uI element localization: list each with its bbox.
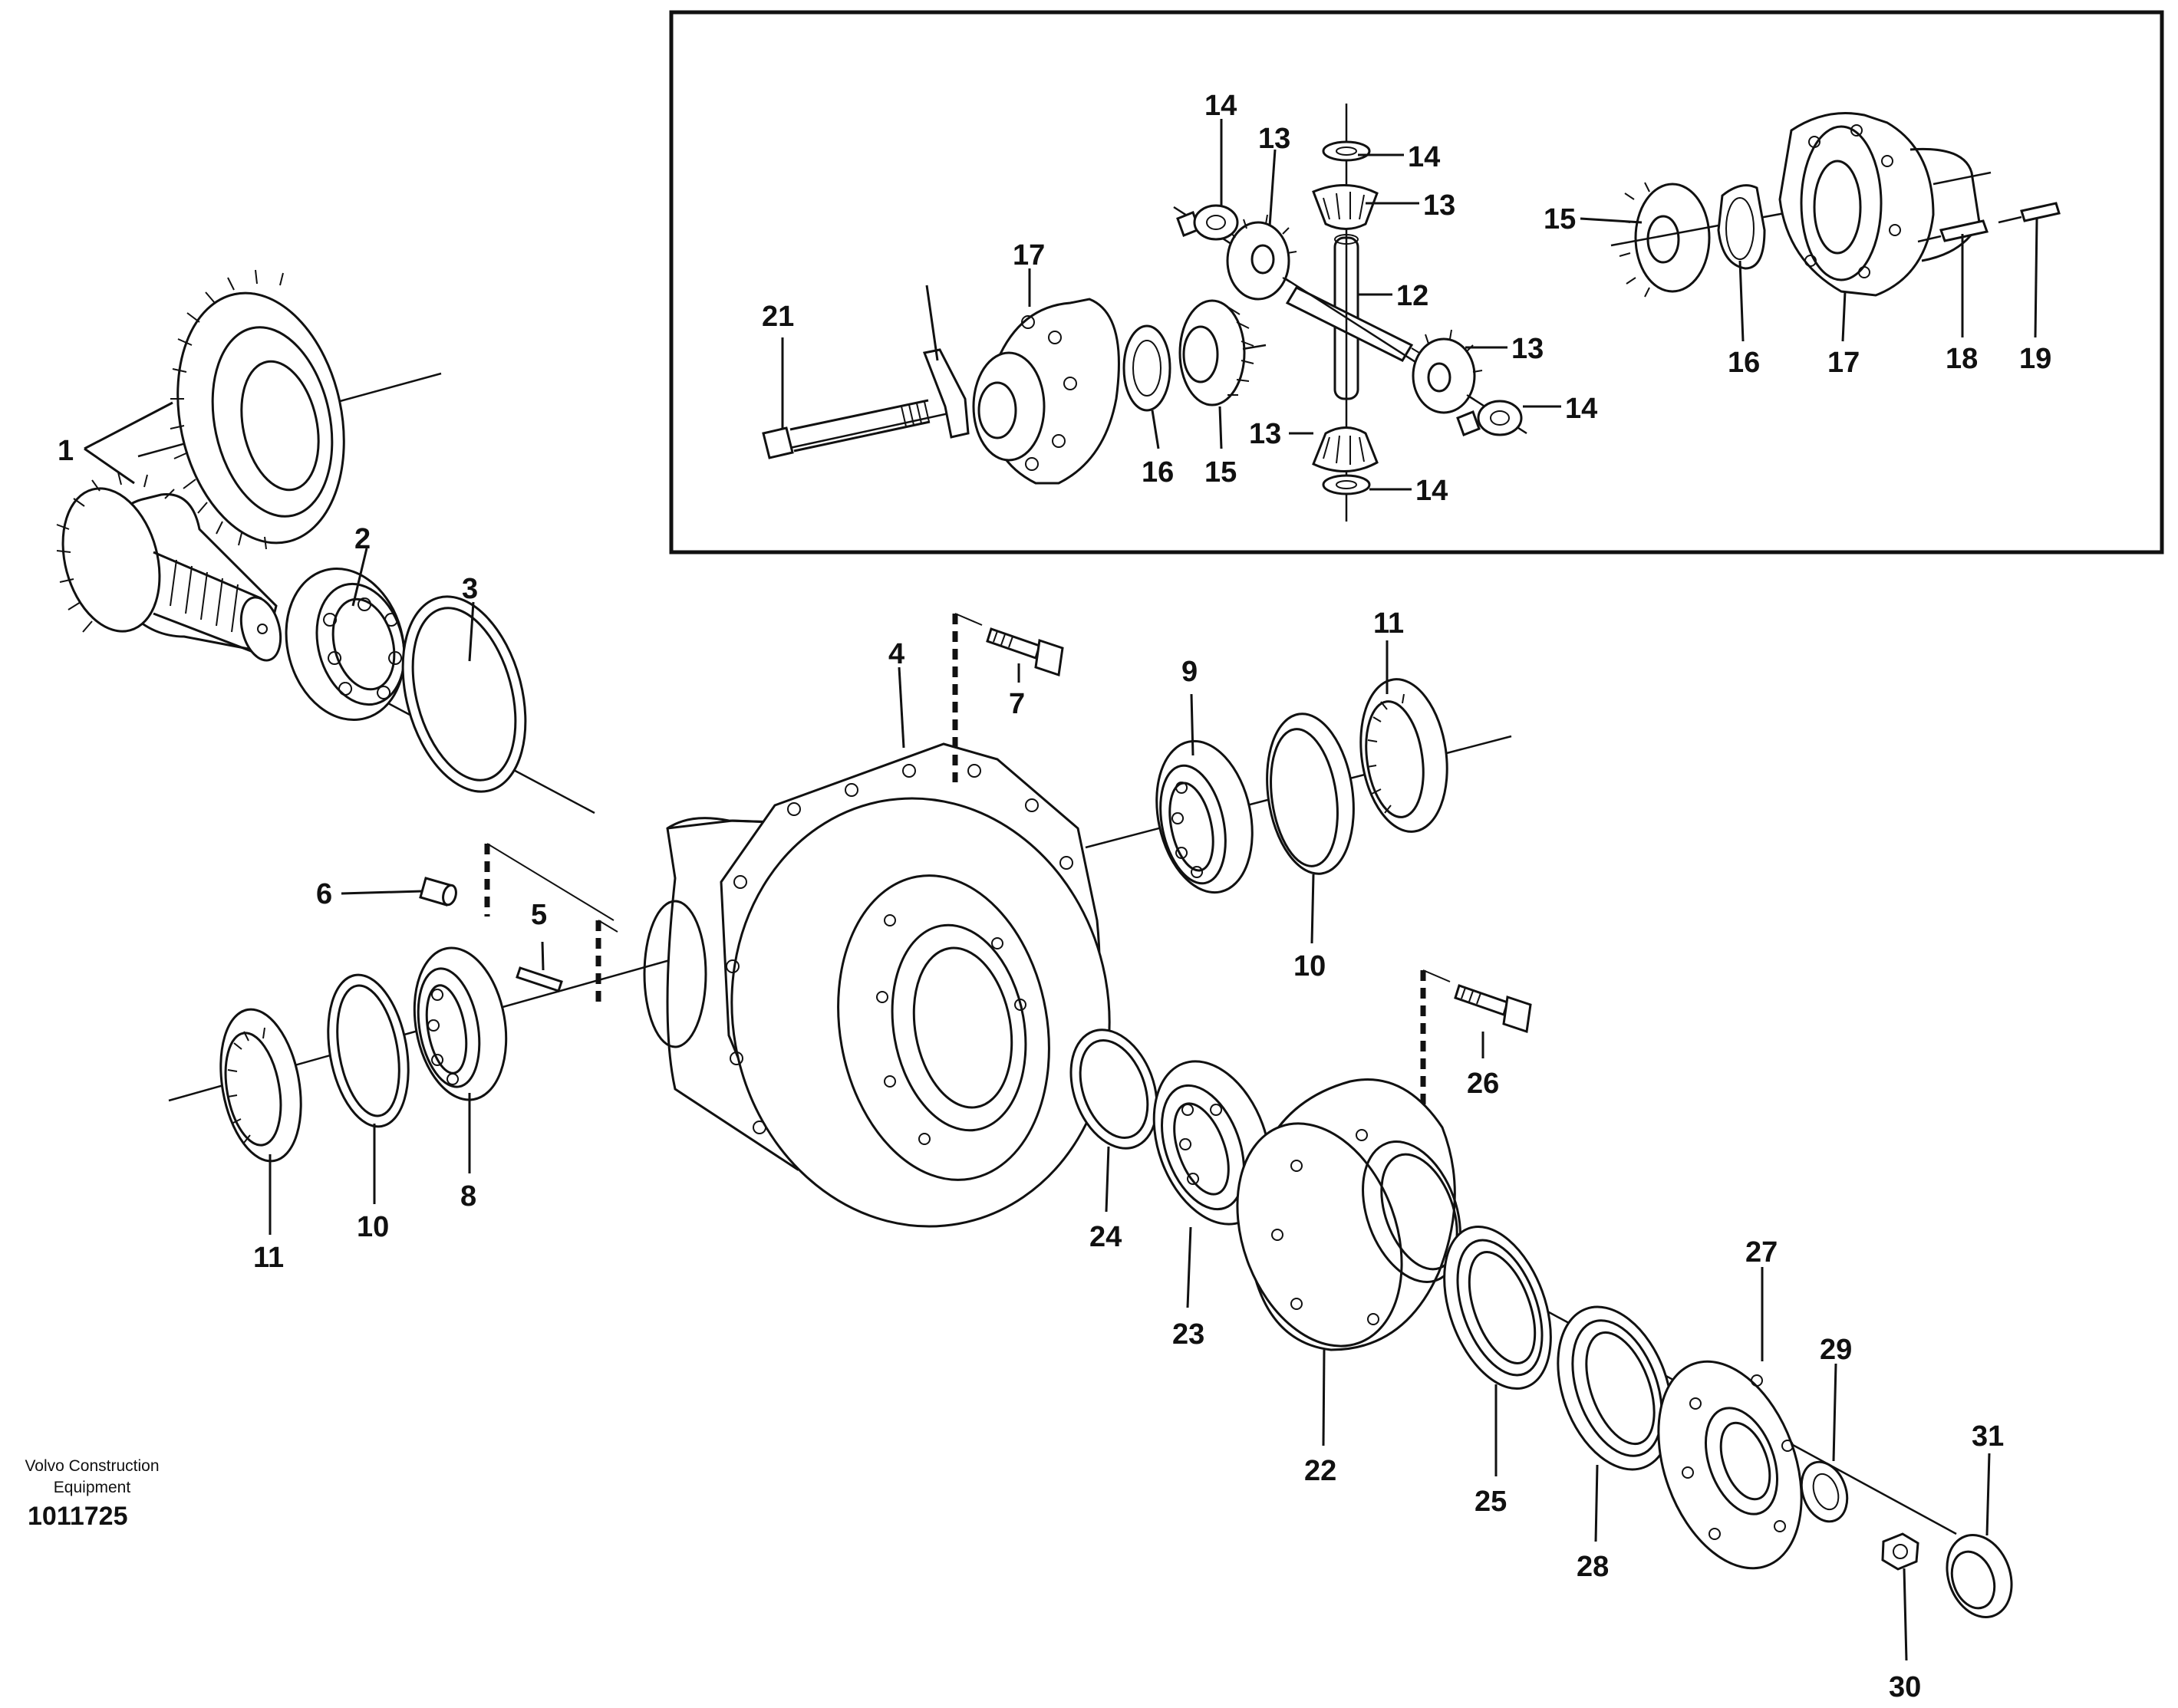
part-16-thrust-washer-right [1717, 184, 1766, 270]
part-17-housing-left [972, 298, 1120, 485]
callout-11-upper: 11 [1373, 607, 1404, 640]
callout-14-left: 14 [1204, 90, 1237, 122]
part-20-long-bolt [762, 399, 964, 459]
part-11-adjusting-nut-lower [219, 1008, 302, 1163]
credit-company-line1: Volvo Construction [25, 1457, 160, 1475]
callout-14-bottom: 14 [1415, 475, 1448, 507]
part-17-housing-right [1778, 112, 1992, 297]
part-14-washer-right [1456, 400, 1523, 436]
part-14-washer-top [1322, 140, 1371, 162]
callout-29: 29 [1820, 1334, 1852, 1366]
callout-15-left: 15 [1204, 456, 1237, 489]
callout-8: 8 [460, 1180, 476, 1213]
part-3-shim [401, 595, 527, 793]
part-18-pin [1917, 219, 1989, 243]
callout-4: 4 [888, 638, 904, 670]
part-21-lock-plate [922, 348, 970, 439]
callout-30: 30 [1889, 1671, 1921, 1703]
credit-company-line2: Equipment [53, 1479, 131, 1496]
callout-12: 12 [1396, 280, 1428, 312]
part-13-pinion-gear-right [1411, 329, 1483, 414]
part-10-bearing-race-lower [327, 973, 410, 1128]
part-6-dowel [419, 877, 457, 907]
callout-13-bottom: 13 [1249, 418, 1281, 450]
callout-6: 6 [316, 878, 332, 910]
part-4-axle-housing [643, 742, 1111, 1228]
callout-25: 25 [1475, 1486, 1507, 1518]
part-10-bearing-race-upper [1266, 712, 1355, 875]
callout-3: 3 [462, 573, 478, 605]
callout-16-right: 16 [1728, 347, 1760, 379]
inset-frame [669, 10, 2164, 555]
callout-22: 22 [1304, 1455, 1336, 1487]
callout-5: 5 [531, 899, 547, 931]
part-8-bearing [413, 946, 508, 1101]
part-11-adjusting-nut-upper [1359, 678, 1448, 833]
callout-15-right: 15 [1544, 203, 1576, 235]
part-14-washer-left [1176, 204, 1239, 241]
callout-1: 1 [58, 435, 74, 467]
part-24-bearing-race [1069, 1028, 1158, 1150]
part-19-pin [1998, 202, 2061, 224]
part-2-bearing [285, 567, 406, 722]
part-13-pinion-gear-lower [1312, 426, 1379, 472]
callout-10-upper: 10 [1293, 950, 1326, 982]
callout-17-right: 17 [1827, 347, 1860, 379]
callout-2: 2 [354, 523, 371, 555]
part-29-washer [1800, 1460, 1849, 1523]
part-1-crown-wheel-and-pinion [56, 269, 345, 662]
callout-13-top: 13 [1423, 189, 1455, 222]
part-31-cap [1946, 1534, 2013, 1618]
part-13-pinion-gear-left [1226, 214, 1297, 301]
part-27-flange [1657, 1360, 1803, 1570]
callout-28: 28 [1577, 1551, 1609, 1583]
part-28-seal [1557, 1305, 1673, 1471]
part-14-washer-bottom [1322, 474, 1371, 495]
part-25-seal [1443, 1225, 1552, 1390]
callout-9: 9 [1181, 656, 1198, 688]
callout-14-top: 14 [1408, 141, 1440, 173]
callout-11-lower: 11 [253, 1242, 284, 1274]
callout-26: 26 [1467, 1068, 1499, 1100]
callout-10-lower: 10 [357, 1211, 389, 1243]
part-26-bolt [1454, 984, 1532, 1033]
callout-13-right: 13 [1511, 333, 1544, 365]
callout-20: 21 [762, 301, 794, 333]
part-30-nut [1881, 1532, 1919, 1571]
part-15-side-gear-left [1178, 299, 1267, 406]
callout-23: 23 [1172, 1318, 1204, 1351]
part-16-thrust-washer-left [1122, 324, 1171, 412]
part-22-bearing-cover [1236, 1078, 1461, 1351]
callout-14-right: 14 [1565, 393, 1597, 425]
callout-13-left: 13 [1258, 123, 1290, 155]
drawing-number: 1011725 [28, 1502, 128, 1531]
callout-27: 27 [1745, 1236, 1778, 1269]
callout-17-left: 17 [1013, 239, 1045, 272]
differential-inset: 21 17 16 15 14 13 14 13 12 13 14 13 14 1… [669, 10, 2164, 555]
callout-18: 18 [1946, 343, 1978, 375]
callout-16-left: 16 [1142, 456, 1174, 489]
part-5-roll-pin [516, 966, 563, 992]
callout-19: 19 [2019, 343, 2051, 375]
callout-31: 31 [1972, 1420, 2004, 1453]
callout-24: 24 [1089, 1221, 1122, 1253]
part-7-bolt [986, 627, 1064, 676]
part-13-pinion-gear-upper [1312, 184, 1379, 230]
part-9-bearing [1155, 739, 1254, 894]
callout-7: 7 [1009, 688, 1025, 720]
